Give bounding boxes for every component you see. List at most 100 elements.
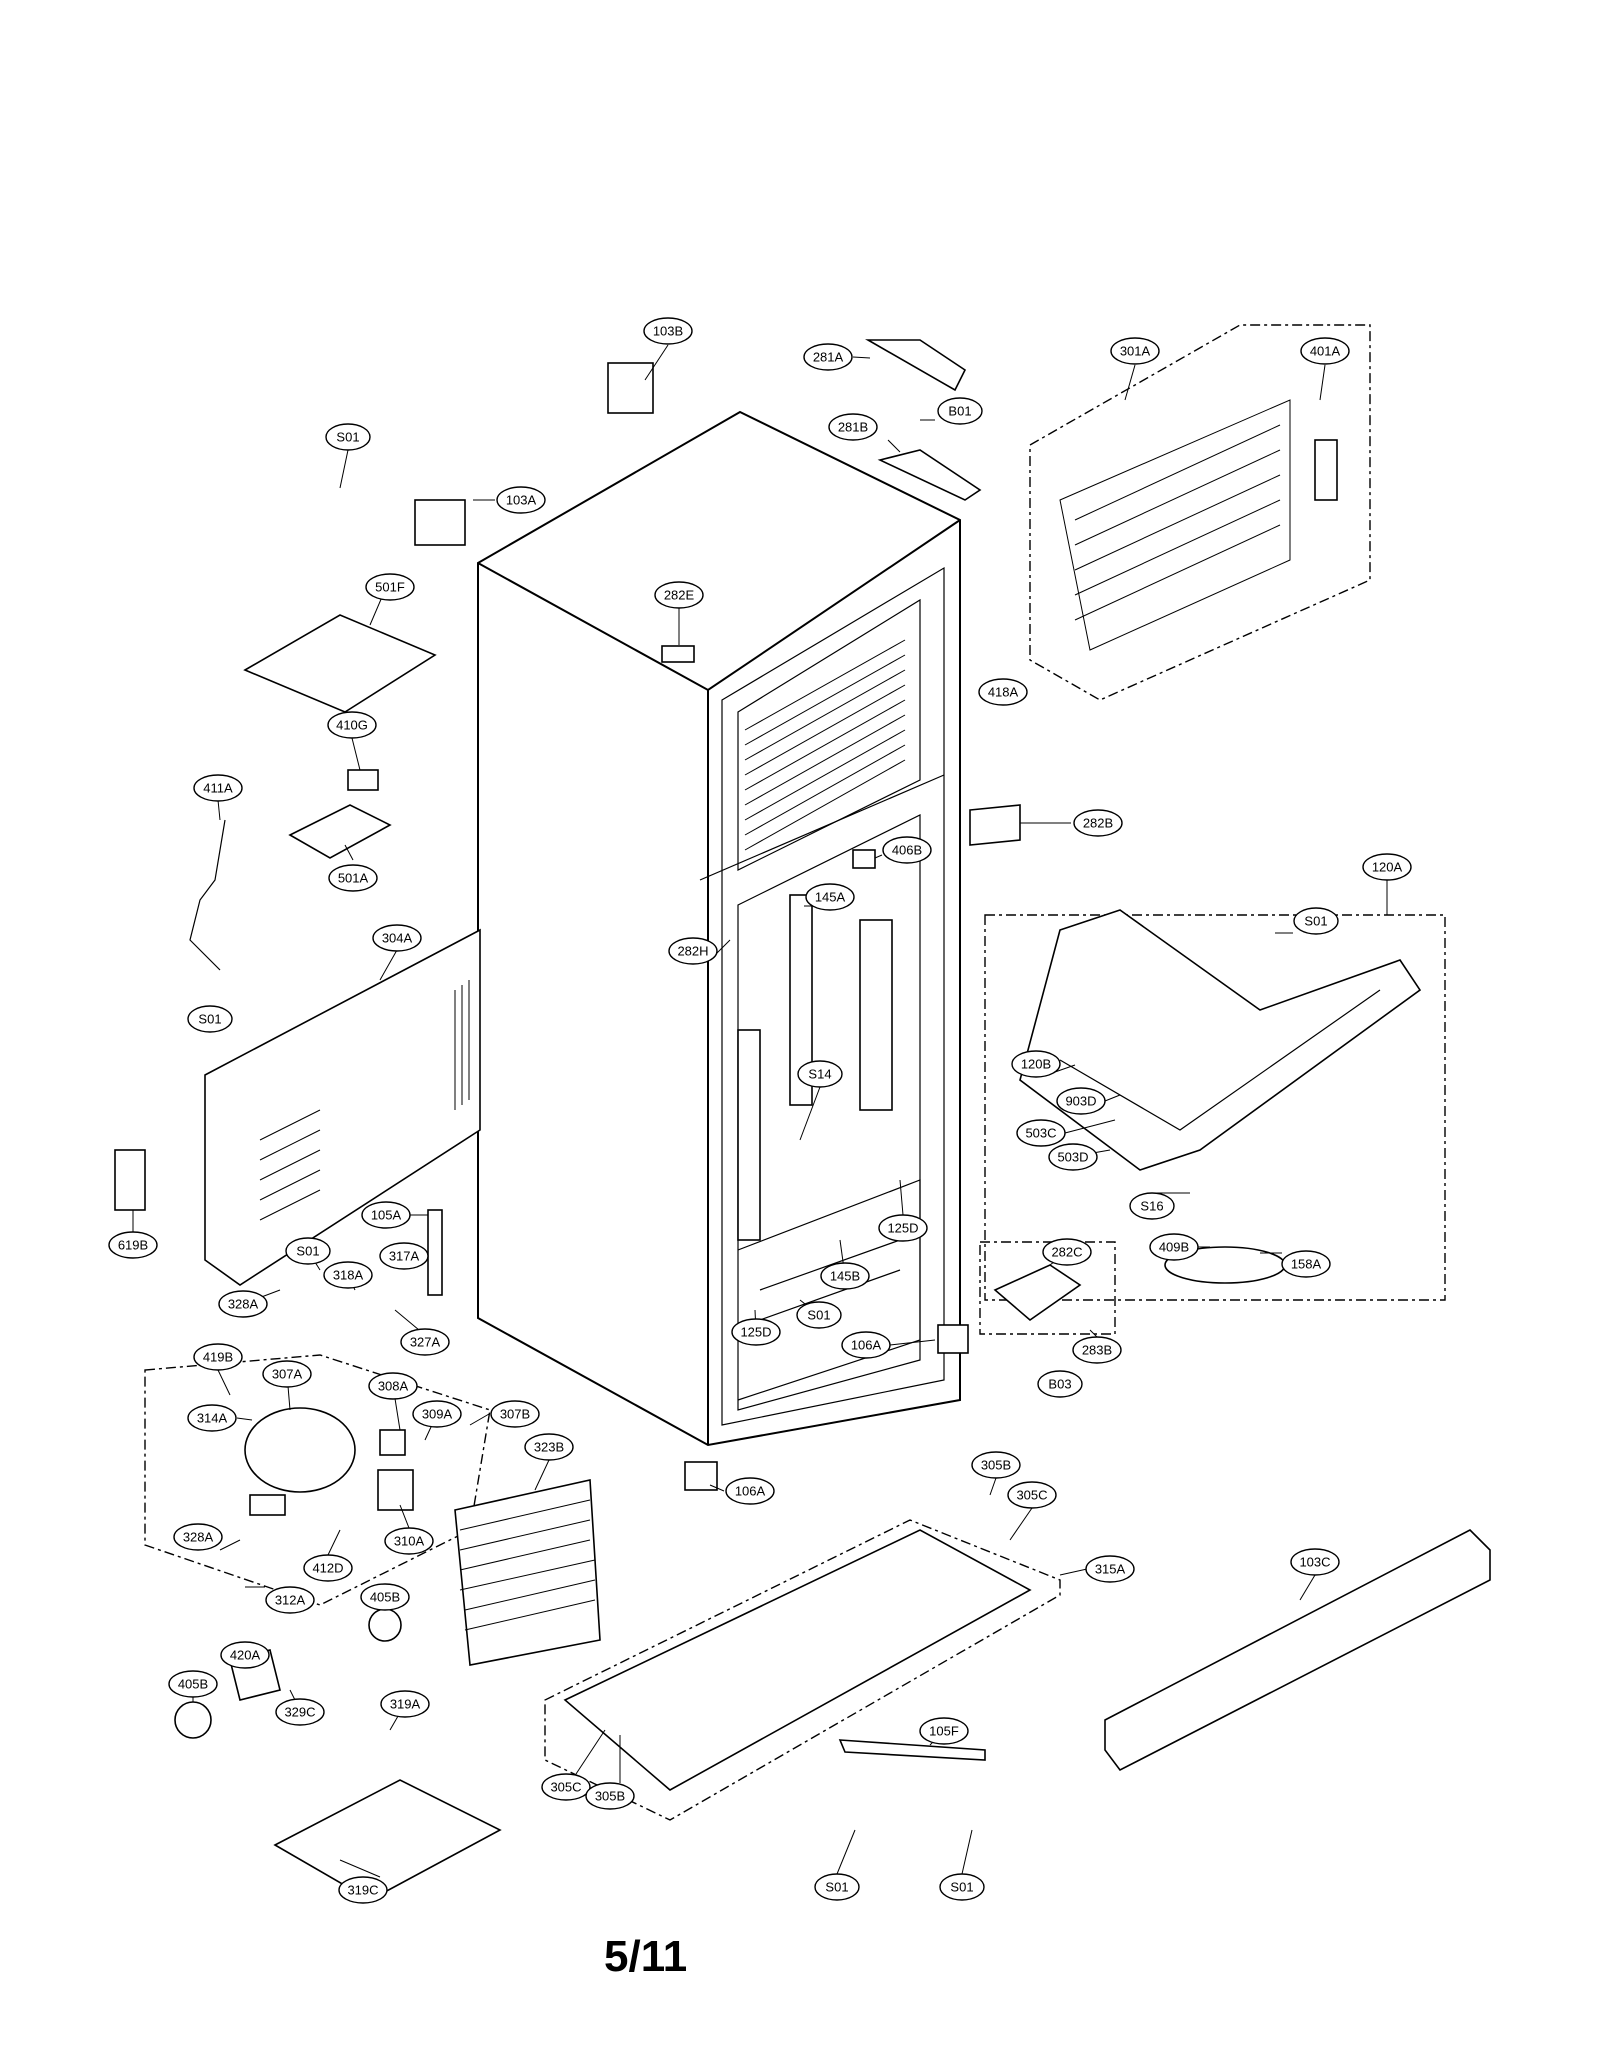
assembly-outline-315A (544, 1519, 1061, 1821)
svg-text:319A: 319A (390, 1697, 421, 1712)
callout-103C: 103C (1290, 1548, 1340, 1576)
callout-282B: 282B (1073, 809, 1123, 837)
svg-text:282C: 282C (1051, 1245, 1082, 1260)
svg-text:283B: 283B (1082, 1343, 1112, 1358)
callout-S01-d: S01 (285, 1237, 331, 1265)
svg-text:282H: 282H (677, 944, 708, 959)
svg-text:314A: 314A (197, 1411, 228, 1426)
svg-text:318A: 318A (333, 1268, 364, 1283)
callout-327A: 327A (400, 1328, 450, 1356)
callout-328A-a: 328A (218, 1290, 268, 1318)
svg-text:501A: 501A (338, 871, 369, 886)
callout-281A: 281A (803, 343, 853, 371)
svg-text:103A: 103A (506, 493, 537, 508)
cover-501F (243, 614, 437, 713)
svg-text:106A: 106A (735, 1484, 766, 1499)
bracket-105F (838, 1739, 986, 1761)
callout-106A-a: 106A (841, 1331, 891, 1359)
callout-103B: 103B (643, 317, 693, 345)
bracket-103A (414, 499, 466, 546)
svg-text:503D: 503D (1057, 1150, 1088, 1165)
callout-307B: 307B (490, 1400, 540, 1428)
assembly-outline-282C (979, 1241, 1116, 1335)
hinge-281A (865, 339, 967, 392)
callout-314A: 314A (187, 1404, 237, 1432)
callout-503C: 503C (1016, 1119, 1066, 1147)
svg-text:317A: 317A (389, 1249, 420, 1264)
svg-text:305B: 305B (981, 1458, 1011, 1473)
svg-text:328A: 328A (228, 1297, 259, 1312)
svg-text:406B: 406B (892, 843, 922, 858)
callout-120B: 120B (1011, 1050, 1061, 1078)
callout-319C: 319C (338, 1876, 388, 1904)
svg-text:309A: 309A (422, 1407, 453, 1422)
svg-text:405B: 405B (370, 1590, 400, 1605)
pcb-501A (288, 804, 392, 859)
leader-lines (132, 344, 1388, 1878)
svg-text:125D: 125D (740, 1325, 771, 1340)
svg-text:S01: S01 (198, 1012, 221, 1027)
svg-text:503C: 503C (1025, 1126, 1056, 1141)
callout-619B: 619B (108, 1231, 158, 1259)
callout-319A: 319A (380, 1690, 430, 1718)
callout-305C-a: 305C (1007, 1481, 1057, 1509)
callout-105A: 105A (361, 1201, 411, 1229)
svg-text:S14: S14 (808, 1067, 831, 1082)
svg-text:319C: 319C (347, 1883, 378, 1898)
callout-281B: 281B (828, 413, 878, 441)
callout-282H: 282H (668, 937, 718, 965)
callout-B03: B03 (1037, 1370, 1083, 1398)
callout-105F: 105F (919, 1717, 969, 1745)
svg-text:329C: 329C (284, 1705, 315, 1720)
callout-S16: S16 (1129, 1192, 1175, 1220)
callout-420A: 420A (220, 1641, 270, 1669)
svg-text:420A: 420A (230, 1648, 261, 1663)
callout-S01-g: S01 (939, 1873, 985, 1901)
svg-text:105F: 105F (929, 1724, 959, 1739)
callout-418A: 418A (978, 678, 1028, 706)
svg-text:305C: 305C (1016, 1488, 1047, 1503)
svg-text:S01: S01 (336, 430, 359, 445)
svg-text:158A: 158A (1291, 1257, 1322, 1272)
svg-text:S16: S16 (1140, 1199, 1163, 1214)
callout-317A: 317A (379, 1242, 429, 1270)
callout-903D: 903D (1056, 1087, 1106, 1115)
callout-158A: 158A (1281, 1250, 1331, 1278)
callout-412D: 412D (303, 1554, 353, 1582)
svg-text:B03: B03 (1048, 1377, 1071, 1392)
svg-text:305B: 305B (595, 1789, 625, 1804)
svg-text:405B: 405B (178, 1677, 208, 1692)
svg-text:327A: 327A (410, 1335, 441, 1350)
svg-text:401A: 401A (1310, 344, 1341, 359)
svg-text:307A: 307A (272, 1367, 303, 1382)
svg-text:903D: 903D (1065, 1094, 1096, 1109)
svg-text:328A: 328A (183, 1530, 214, 1545)
hinge-282B (969, 804, 1021, 846)
svg-text:305C: 305C (550, 1780, 581, 1795)
callout-312A: 312A (265, 1586, 315, 1614)
callout-S01-b: S01 (1293, 907, 1339, 935)
callout-501A: 501A (328, 864, 378, 892)
callout-B01: B01 (937, 397, 983, 425)
callout-309A: 309A (412, 1400, 462, 1428)
callout-308A: 308A (368, 1372, 418, 1400)
callout-103A: 103A (496, 486, 546, 514)
svg-text:S01: S01 (1304, 914, 1327, 929)
svg-text:B01: B01 (948, 404, 971, 419)
svg-text:106A: 106A (851, 1338, 882, 1353)
callout-411A: 411A (193, 774, 243, 802)
svg-text:145B: 145B (830, 1269, 860, 1284)
assembly-outline-307B (144, 1354, 491, 1606)
svg-text:S01: S01 (296, 1244, 319, 1259)
callout-304A: 304A (372, 924, 422, 952)
callout-282E: 282E (654, 581, 704, 609)
svg-text:301A: 301A (1120, 344, 1151, 359)
tube-105A (427, 1209, 443, 1296)
hinge-281B (877, 449, 982, 501)
bracket-619B (114, 1149, 146, 1211)
svg-text:S01: S01 (950, 1880, 973, 1895)
callout-125D-a: 125D (878, 1214, 928, 1242)
svg-text:419B: 419B (203, 1350, 233, 1365)
drain-pan-319C (273, 1779, 502, 1901)
svg-text:105A: 105A (371, 1208, 402, 1223)
